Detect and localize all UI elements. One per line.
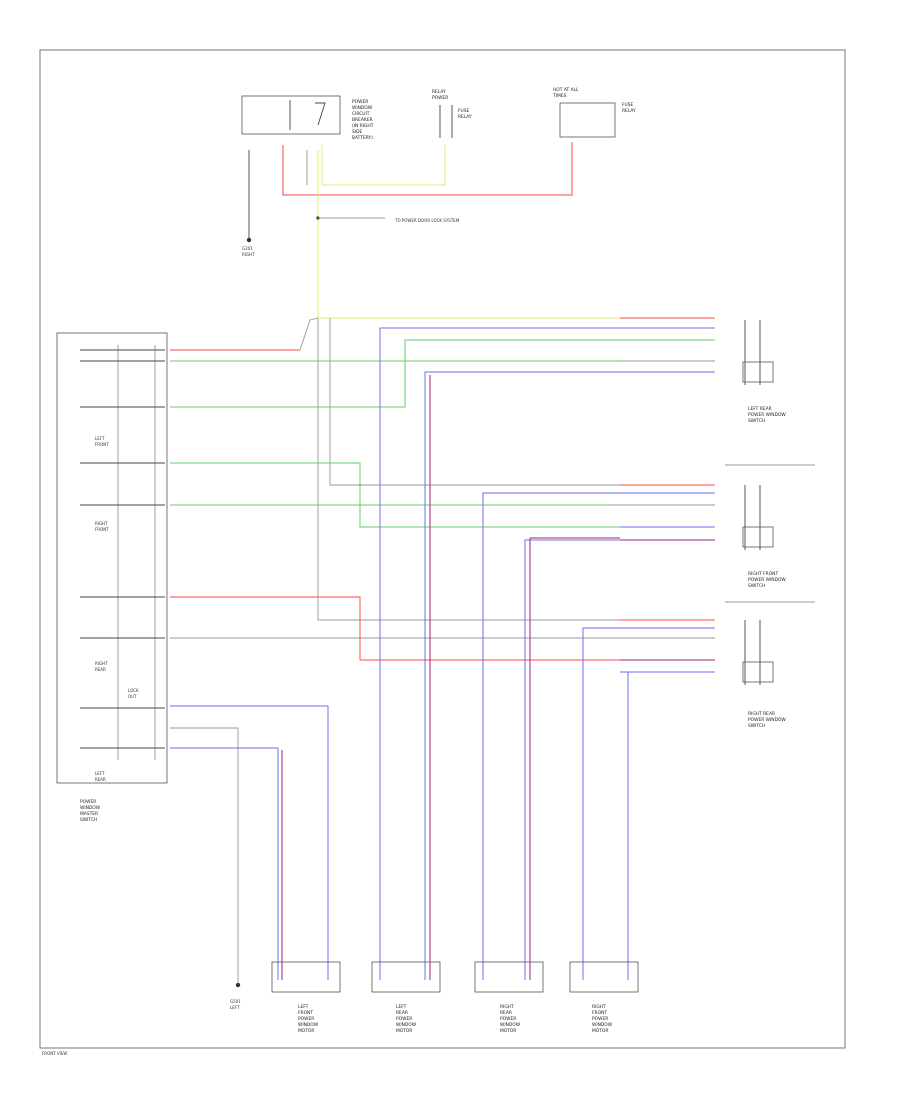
relay-label-2: POWER	[432, 95, 448, 101]
svg-text:LEFT: LEFT	[396, 1004, 407, 1010]
sw-rf-3: SWITCH	[748, 583, 765, 589]
fuse-label-1: POWER	[352, 99, 368, 105]
switch-rr-symbol	[742, 620, 774, 685]
ign-block	[559, 102, 616, 138]
footer-label: FRONT VIEW	[42, 1051, 67, 1056]
master-label-2: WINDOW	[80, 805, 101, 811]
svg-text:FRONT: FRONT	[592, 1010, 607, 1016]
fuse-label-4: BREAKER	[352, 117, 373, 123]
sw-lf-2: POWER WINDOW	[748, 412, 786, 418]
section-lf: LEFT	[95, 436, 105, 441]
svg-text:MOTOR: MOTOR	[298, 1028, 314, 1034]
svg-text:RIGHT: RIGHT	[592, 1004, 606, 1010]
relay-label-1: RELAY	[432, 89, 446, 95]
lock-label-2: OUT	[128, 694, 137, 699]
fuse-block	[241, 95, 341, 135]
relay-label-4: RELAY	[458, 114, 472, 120]
sw-lf-1: LEFT REAR	[748, 406, 772, 412]
section-rf-2: FRONT	[95, 527, 109, 532]
right-harness	[610, 317, 715, 673]
svg-text:LEFT: LEFT	[298, 1004, 309, 1010]
section-rr: RIGHT	[95, 661, 108, 666]
svg-text:POWER: POWER	[500, 1016, 516, 1022]
fuse-label-5: (IN RIGHT	[352, 123, 374, 129]
sw-rr-1: RIGHT REAR	[748, 711, 775, 717]
svg-text:WINDOW: WINDOW	[298, 1022, 319, 1028]
svg-text:MOTOR: MOTOR	[396, 1028, 412, 1034]
ign-label-3: FUSE	[622, 102, 634, 108]
svg-text:MOTOR: MOTOR	[592, 1028, 608, 1034]
svg-text:FRONT: FRONT	[298, 1010, 313, 1016]
sw-rf-2: POWER WINDOW	[748, 577, 786, 583]
svg-text:REAR: REAR	[500, 1010, 512, 1016]
lock-label-1: LOCK	[128, 688, 139, 693]
ground-top-1: G201	[242, 246, 253, 251]
master-label-3: MASTER	[80, 811, 98, 817]
section-rf: RIGHT	[95, 521, 108, 526]
section-rr-2: REAR	[95, 667, 106, 672]
svg-text:RIGHT: RIGHT	[500, 1004, 514, 1010]
master-switch-body	[56, 332, 168, 784]
wire-yellow-down	[317, 150, 620, 319]
svg-text:POWER: POWER	[298, 1016, 314, 1022]
svg-text:WINDOW: WINDOW	[500, 1022, 521, 1028]
section-lf-2: FRONT	[95, 442, 109, 447]
ign-label-1: HOT AT ALL	[553, 87, 579, 93]
fuse-label-3: CIRCUIT	[352, 111, 370, 117]
section-lr-2: REAR	[95, 777, 106, 782]
ground-bottom-2: LEFT	[230, 1005, 240, 1010]
motor-rr: RIGHT REAR POWER WINDOW MOTOR	[474, 961, 544, 1034]
sw-lf-3: SWITCH	[748, 418, 765, 424]
wire-red-feed	[282, 142, 573, 196]
fuse-label-6: SIDE	[352, 129, 362, 135]
motor-lr: LEFT REAR POWER WINDOW MOTOR	[371, 961, 441, 1034]
svg-text:WINDOW: WINDOW	[396, 1022, 417, 1028]
relay-label-3: FUSE	[458, 108, 470, 114]
svg-text:POWER: POWER	[396, 1016, 412, 1022]
motor-lf: LEFT FRONT POWER WINDOW MOTOR	[271, 961, 341, 1034]
ground-bottom-1: G501	[230, 999, 241, 1004]
door-lock-label: TO POWER DOOR LOCK SYSTEM	[394, 218, 460, 223]
master-rows	[80, 349, 165, 749]
wire-yellow-feed	[321, 145, 446, 186]
switch-rf-symbol	[742, 485, 774, 550]
svg-text:POWER: POWER	[592, 1016, 608, 1022]
fuse-label-7: BATTERY)	[352, 135, 373, 141]
ign-label-2: TIMES	[552, 93, 567, 99]
ground-top-2: RIGHT	[242, 252, 255, 257]
sw-rf-1: RIGHT FRONT	[748, 571, 778, 577]
master-label-4: SWITCH	[80, 817, 97, 823]
motor-rf: RIGHT FRONT POWER WINDOW MOTOR	[569, 961, 639, 1034]
fuse-label-2: WINDOW	[352, 105, 373, 111]
sw-rr-2: POWER WINDOW	[748, 717, 786, 723]
section-lr: LEFT	[95, 771, 105, 776]
sw-rr-3: SWITCH	[748, 723, 765, 729]
master-label-1: POWER	[80, 799, 96, 805]
svg-text:MOTOR: MOTOR	[500, 1028, 516, 1034]
svg-text:WINDOW: WINDOW	[592, 1022, 613, 1028]
svg-text:REAR: REAR	[396, 1010, 408, 1016]
switch-lf-symbol	[742, 320, 774, 385]
ign-label-4: RELAY	[622, 108, 636, 114]
diagram-frame	[39, 49, 846, 1049]
